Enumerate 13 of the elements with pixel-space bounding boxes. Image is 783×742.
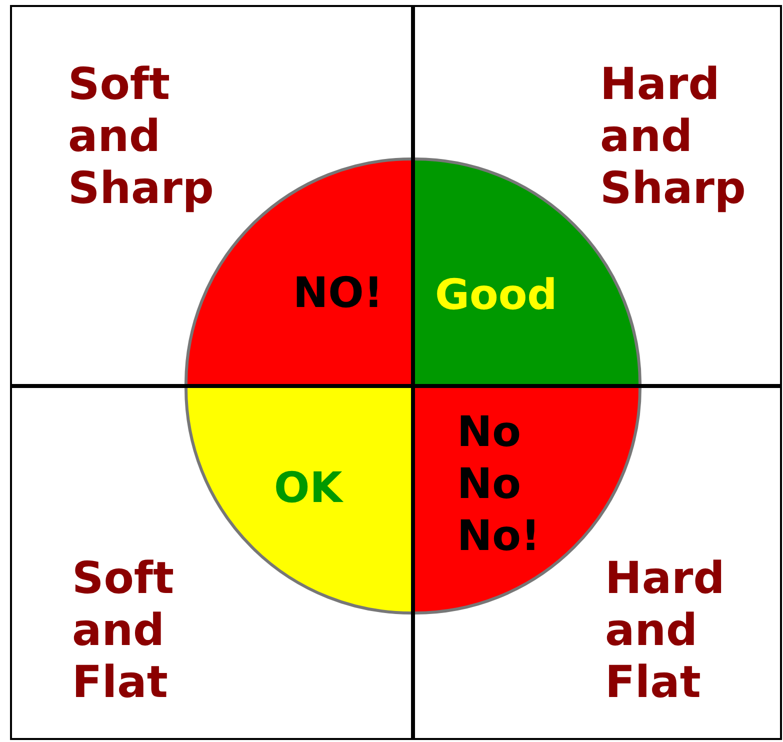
quadrant-label: Hard and Sharp	[600, 59, 746, 215]
quarter-circle-segment	[186, 388, 411, 613]
quadrant-label: Soft and Flat	[72, 553, 174, 709]
quadrant-label: Soft and Sharp	[68, 59, 214, 215]
segment-label: Good	[435, 269, 558, 321]
quadrant-panel	[10, 5, 413, 386]
segment-label: OK	[274, 462, 342, 514]
segment-label: No No No!	[457, 406, 540, 562]
segment-label: NO!	[292, 267, 383, 319]
quadrant-panel	[10, 386, 413, 740]
quadrant-panel	[413, 5, 782, 386]
quadrant-panel	[413, 386, 782, 740]
quadrant-label: Hard and Flat	[605, 553, 725, 709]
